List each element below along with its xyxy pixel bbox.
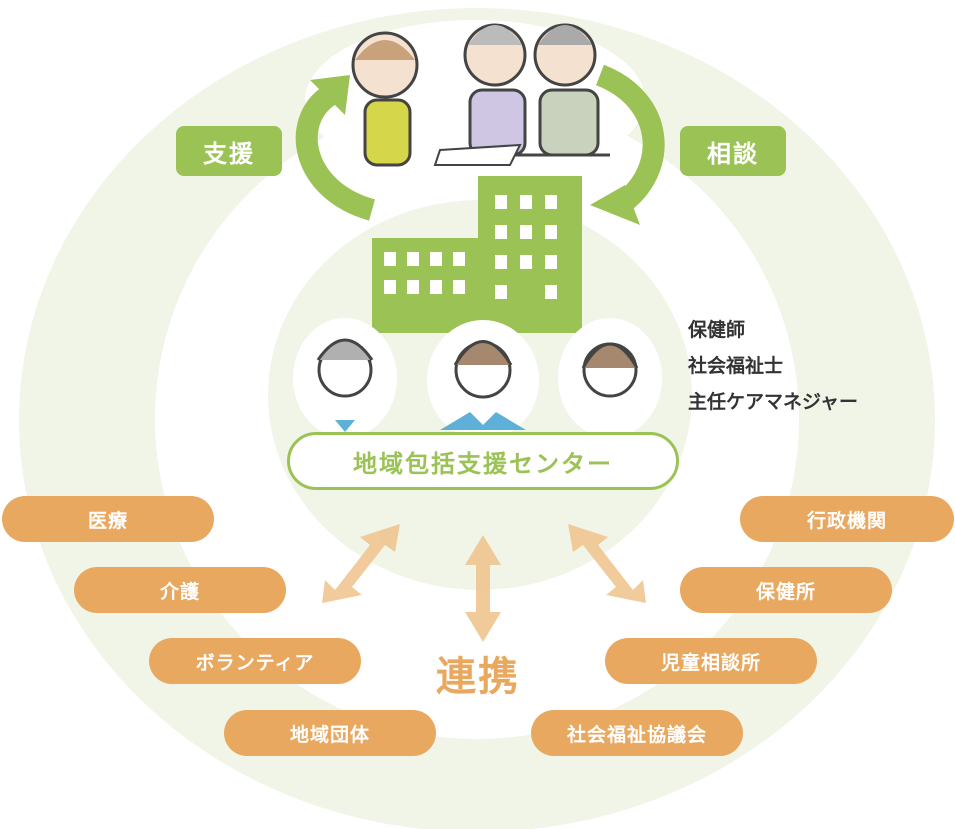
partner-child-guidance: 児童相談所: [605, 638, 817, 684]
cooperation-label: 連携: [436, 654, 520, 700]
center-building-icon: [372, 176, 582, 333]
partner-volunteer: ボランティア: [149, 638, 361, 684]
partner-community-groups: 地域団体: [224, 710, 436, 756]
support-label: 支援: [176, 126, 282, 176]
partner-health-center: 保健所: [680, 567, 892, 613]
consult-label: 相談: [680, 126, 786, 176]
community-support-center-label: 地域包括支援センター: [287, 432, 679, 490]
partner-social-welfare-council: 社会福祉協議会: [531, 710, 743, 756]
consult-arrow-icon: [590, 64, 665, 225]
staff-role: 主任ケアマネジャー: [688, 391, 859, 413]
staff-roles-list: 保健師 社会福祉士 主任ケアマネジャー: [688, 312, 858, 420]
partner-care: 介護: [74, 567, 286, 613]
cooperation-arrows: [322, 524, 646, 642]
support-arrow-icon: [295, 75, 376, 221]
partner-government: 行政機関: [740, 496, 954, 542]
partner-medical: 医療: [2, 496, 214, 542]
staff-role: 社会福祉士: [688, 355, 784, 377]
staff-avatars: [293, 318, 662, 440]
staff-role: 保健師: [688, 319, 746, 341]
consulting-people-illustration: [351, 23, 610, 167]
